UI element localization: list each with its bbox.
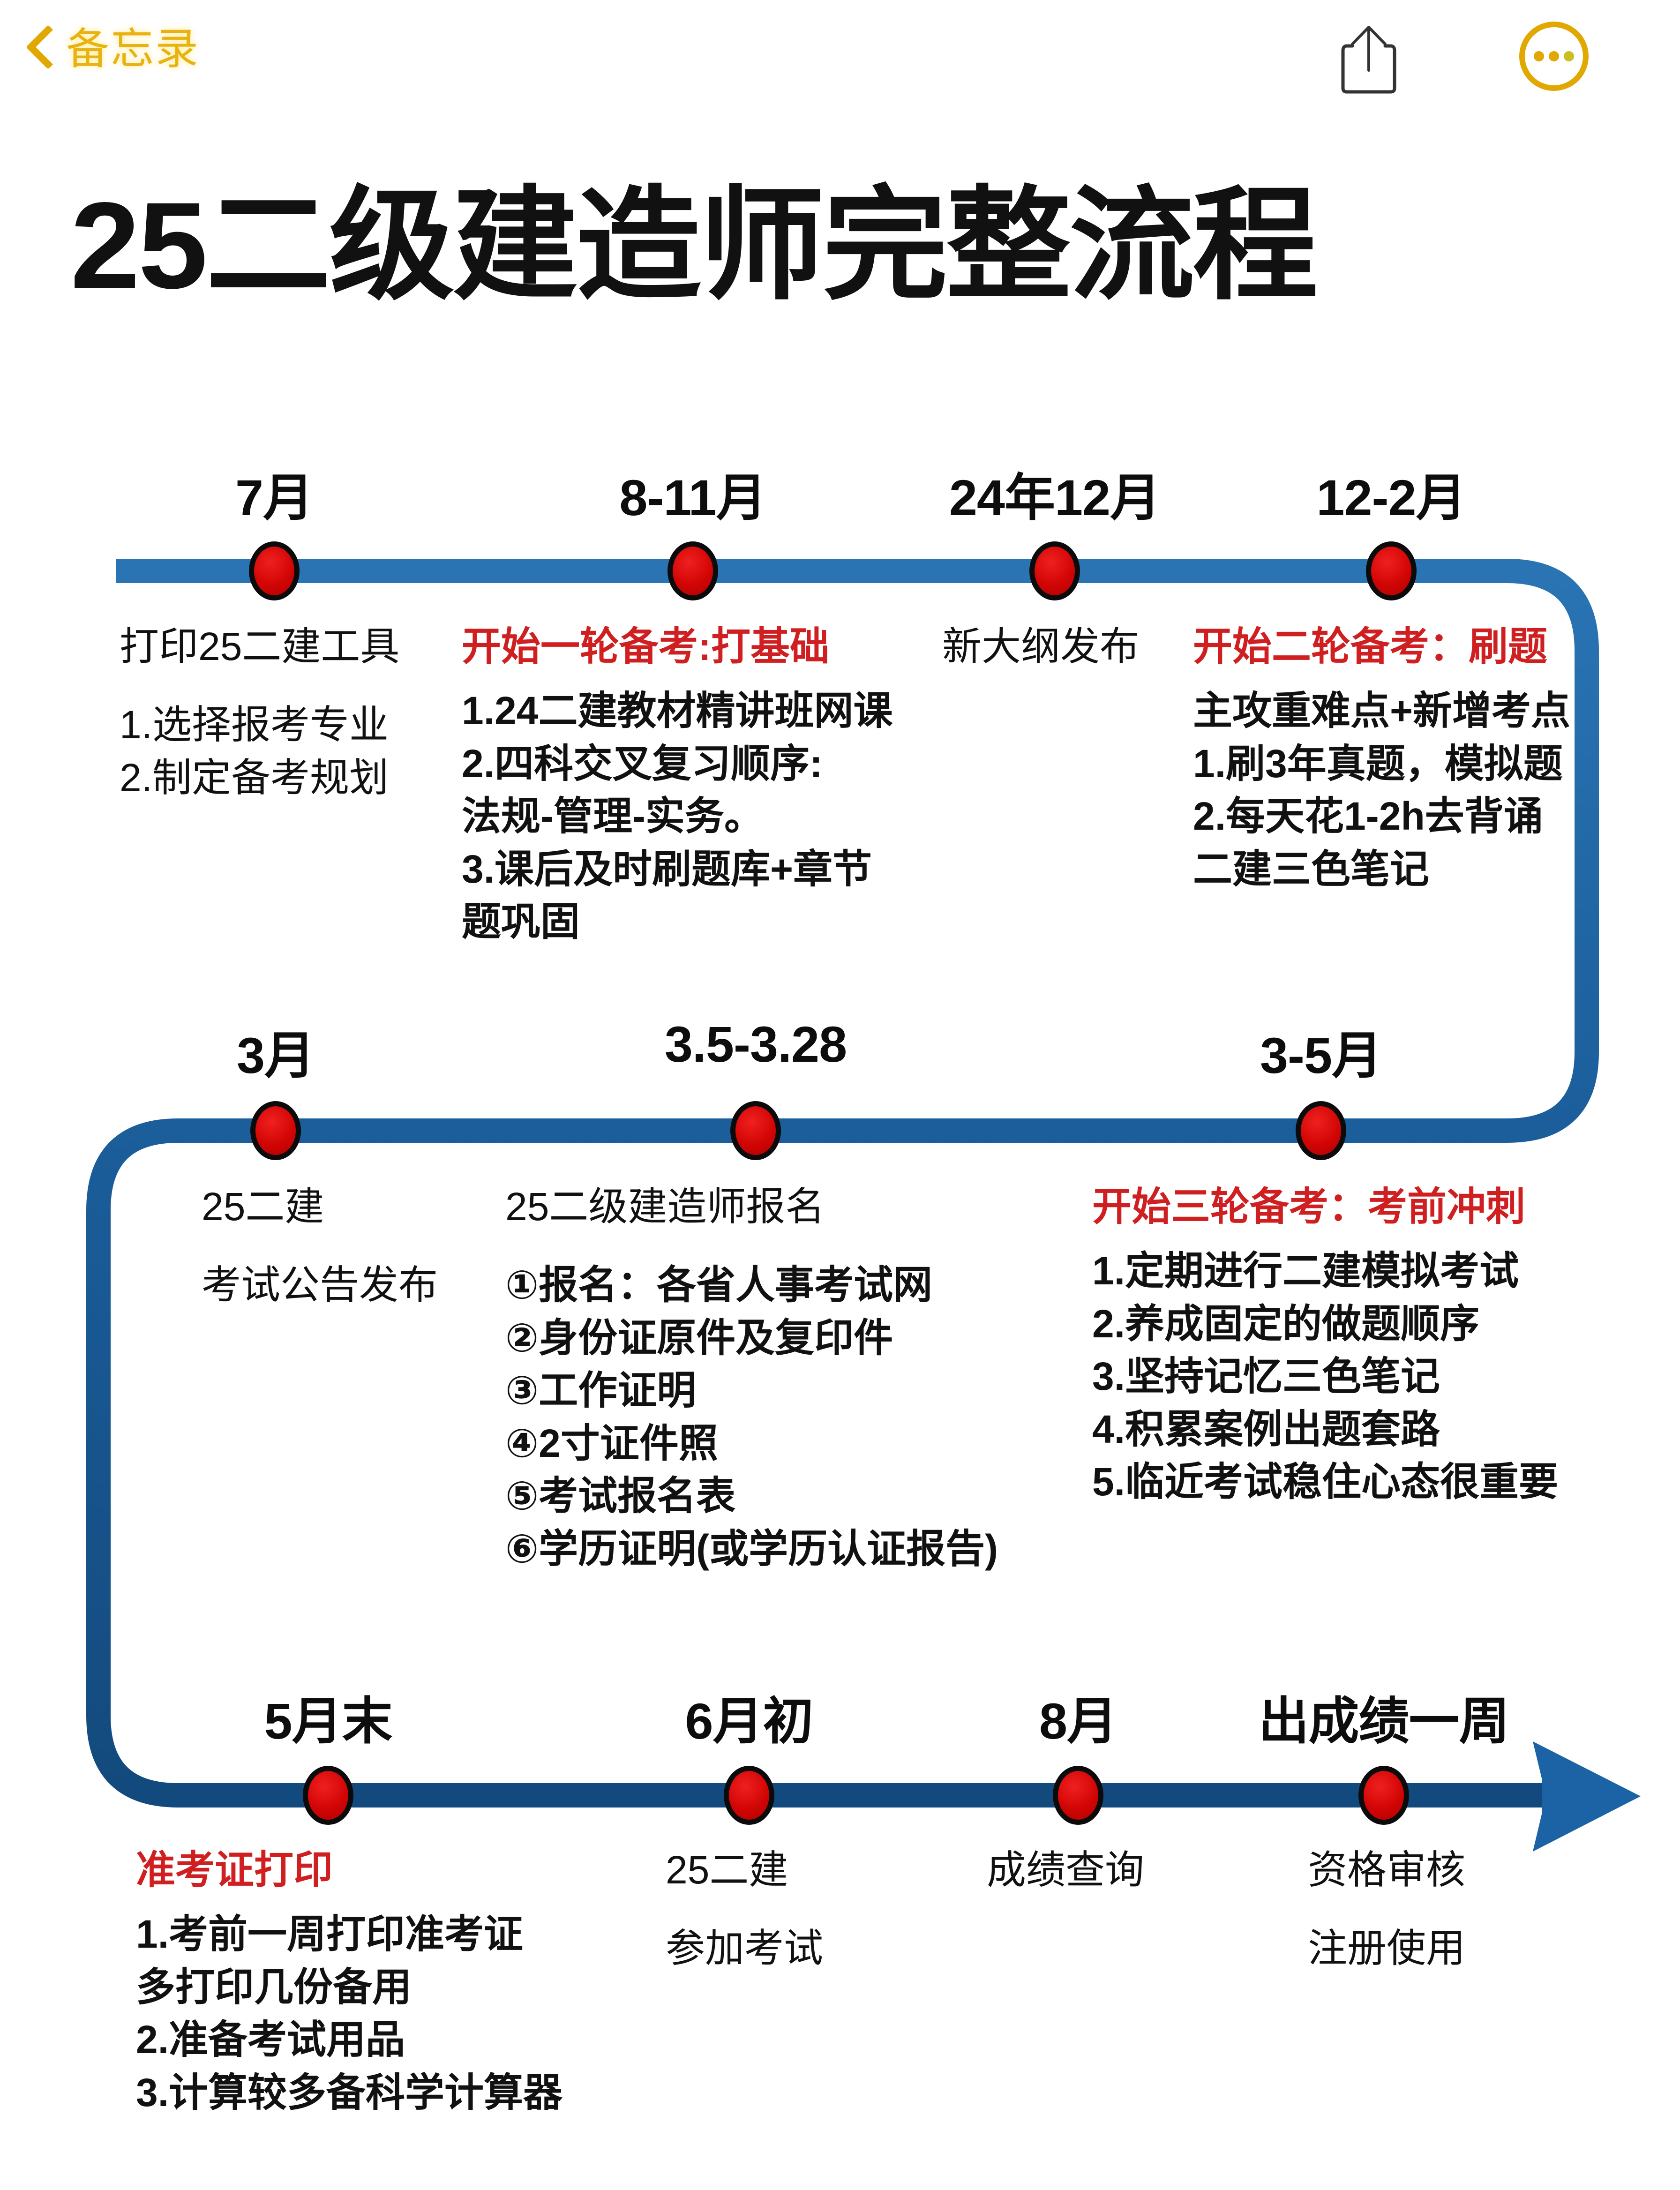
milestone-block: 25二级建造师报名 ①报名：各省人事考试网 ②身份证原件及复印件 ③工作证明 ④… <box>505 1181 998 1575</box>
milestone-line: 1.24二建教材精讲班网课 <box>462 689 893 733</box>
milestone-heading: 开始一轮备考:打基础 <box>462 624 829 668</box>
milestone-line: ②身份证原件及复印件 <box>505 1315 893 1360</box>
milestone-line: 2.制定备考规划 <box>120 755 389 800</box>
timeline-node[interactable] <box>1296 1101 1346 1160</box>
period-label: 24年12月 <box>949 469 1161 526</box>
milestone-line: 法规-管理-实务。 <box>462 794 764 839</box>
timeline-node[interactable] <box>1029 541 1080 600</box>
milestone-line: 1.选择报考专业 <box>120 703 389 747</box>
chevron-left-icon[interactable] <box>26 26 52 73</box>
milestone-line: 2.四科交叉复习顺序: <box>462 741 823 786</box>
milestone-block: 开始一轮备考:打基础 1.24二建教材精讲班网课 2.四科交叉复习顺序: 法规-… <box>462 621 893 948</box>
timeline-node[interactable] <box>249 541 300 600</box>
milestone-line: ③工作证明 <box>505 1368 697 1413</box>
milestone-heading: 新大纲发布 <box>942 624 1140 668</box>
milestone-heading: 资格审核 <box>1308 1848 1466 1892</box>
more-dots-icon <box>1519 22 1589 91</box>
milestone-line: 1.刷3年真题，模拟题 <box>1193 741 1563 786</box>
period-label: 3.5-3.28 <box>664 1016 847 1072</box>
milestone-line: ①报名：各省人事考试网 <box>505 1263 933 1307</box>
milestone-block: 准考证打印 1.考前一周打印准考证 多打印几份备用 2.准备考试用品 3.计算较… <box>136 1845 562 2119</box>
milestone-heading: 打印25二建工具 <box>120 624 400 668</box>
timeline-node[interactable] <box>668 541 718 600</box>
milestone-line: ⑥学历证明(或学历认证报告) <box>505 1526 998 1571</box>
back-button[interactable]: 备忘录 <box>26 26 200 73</box>
milestone-line: 3.坚持记忆三色笔记 <box>1092 1354 1440 1399</box>
milestone-block: 打印25二建工具 1.选择报考专业 2.制定备考规划 <box>120 621 399 804</box>
back-button-label: 备忘录 <box>66 25 200 73</box>
milestone-line: 3.课后及时刷题库+章节 <box>462 847 872 891</box>
milestone-line: 2.养成固定的做题顺序 <box>1092 1301 1480 1346</box>
milestone-block: 资格审核 注册使用 <box>1308 1845 1465 1975</box>
timeline-node[interactable] <box>1358 1766 1409 1825</box>
period-label: 5月末 <box>264 1693 392 1749</box>
milestone-line: ④2寸证件照 <box>505 1421 718 1465</box>
period-label: 出成绩一周 <box>1258 1693 1509 1749</box>
share-button[interactable] <box>1338 23 1399 94</box>
page-title: 25二级建造师完整流程 <box>70 177 1318 314</box>
milestone-heading: 25二级建造师报名 <box>505 1185 825 1229</box>
period-label: 7月 <box>235 469 314 526</box>
milestone-line: 参加考试 <box>666 1926 824 1971</box>
milestone-line: 二建三色笔记 <box>1193 847 1430 891</box>
milestone-block: 25二建 考试公告发布 <box>202 1181 438 1312</box>
period-label: 8月 <box>1039 1693 1118 1749</box>
milestone-line: 2.准备考试用品 <box>136 2018 405 2062</box>
milestone-line: 注册使用 <box>1308 1926 1466 1971</box>
milestone-block: 成绩查询 <box>987 1845 1144 1908</box>
milestone-line: 1.考前一周打印准考证 <box>136 1912 524 1957</box>
milestone-heading: 成绩查询 <box>987 1848 1145 1892</box>
milestone-block: 新大纲发布 <box>942 621 1139 684</box>
timeline-node[interactable] <box>250 1101 301 1160</box>
milestone-line: 4.积累案例出题套路 <box>1092 1407 1440 1451</box>
period-label: 3月 <box>236 1027 315 1084</box>
milestone-block: 25二建 参加考试 <box>666 1845 823 1975</box>
top-navigation-bar: 备忘录 <box>0 0 1680 136</box>
milestone-line: 多打印几份备用 <box>136 1965 412 2009</box>
milestone-block: 开始二轮备考：刷题 主攻重难点+新增考点 1.刷3年真题，模拟题 2.每天花1-… <box>1193 621 1570 895</box>
more-options-button[interactable] <box>1516 19 1591 94</box>
timeline-node[interactable] <box>303 1766 353 1825</box>
milestone-heading: 25二建 <box>666 1848 788 1892</box>
timeline-node[interactable] <box>724 1766 774 1825</box>
period-label: 12-2月 <box>1316 469 1466 526</box>
milestone-line: ⑤考试报名表 <box>505 1474 736 1518</box>
milestone-line: 主攻重难点+新增考点 <box>1193 689 1571 733</box>
period-label: 8-11月 <box>619 469 766 526</box>
period-label: 3-5月 <box>1260 1027 1382 1084</box>
milestone-line: 考试公告发布 <box>202 1263 438 1307</box>
milestone-line: 3.计算较多备科学计算器 <box>136 2070 563 2115</box>
timeline-node[interactable] <box>730 1101 781 1160</box>
share-icon <box>1341 26 1396 94</box>
milestone-line: 题巩固 <box>462 900 580 944</box>
milestone-heading: 开始二轮备考：刷题 <box>1193 624 1548 668</box>
milestone-block: 开始三轮备考：考前冲刺 1.定期进行二建模拟考试 2.养成固定的做题顺序 3.坚… <box>1092 1181 1558 1508</box>
milestone-line: 5.临近考试稳住心态很重要 <box>1092 1460 1559 1504</box>
milestone-heading: 准考证打印 <box>136 1848 333 1892</box>
milestone-heading: 25二建 <box>202 1185 324 1229</box>
timeline-node[interactable] <box>1366 541 1417 600</box>
timeline-node[interactable] <box>1053 1766 1103 1825</box>
milestone-line: 2.每天花1-2h去背诵 <box>1193 794 1543 839</box>
period-label: 6月初 <box>685 1693 813 1749</box>
milestone-line: 1.定期进行二建模拟考试 <box>1092 1249 1519 1293</box>
milestone-heading: 开始三轮备考：考前冲刺 <box>1092 1185 1526 1229</box>
